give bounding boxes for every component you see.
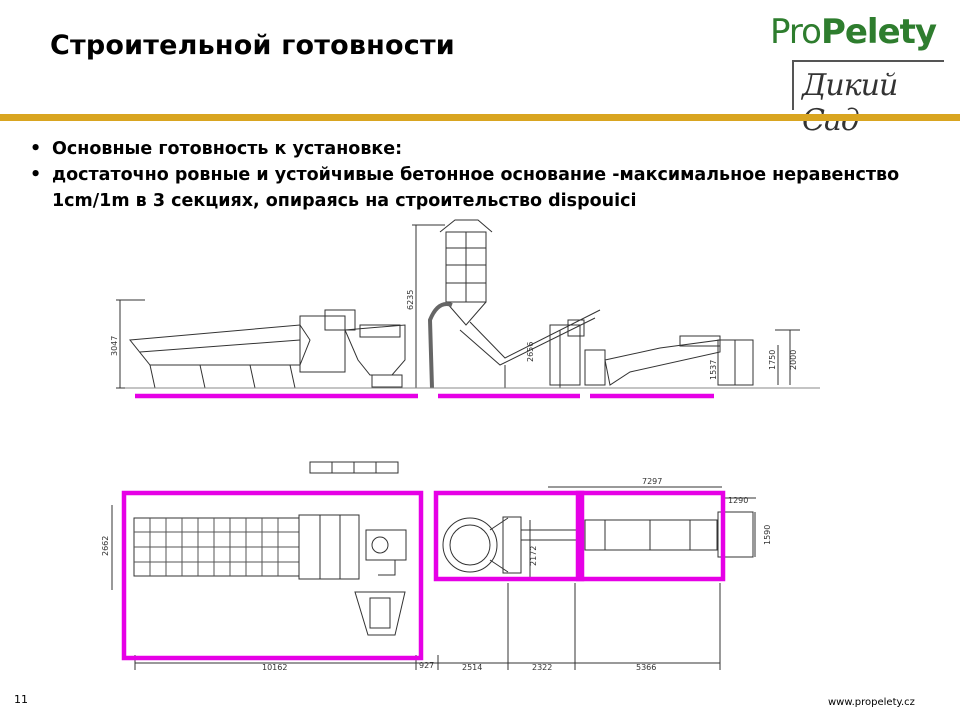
dim-plan-depth: 2662 (101, 536, 110, 556)
dim-side-height-left: 3047 (110, 336, 119, 356)
bullet-item: • Основные готовность к установке: (30, 139, 403, 159)
dim-top-width: 7297 (642, 477, 662, 486)
dim-bottom-1: 10162 (262, 663, 287, 672)
section-box-2 (433, 490, 585, 582)
section-box-1 (121, 490, 424, 661)
dim-tower-height: 6235 (406, 290, 415, 310)
logo-subtitle: Дикий Сад (802, 68, 898, 138)
dim-bottom-2: 927 (419, 661, 434, 670)
dim-right-top: 1290 (728, 496, 748, 505)
dim-right-height-a: 1537 (709, 360, 718, 380)
section-box-3 (575, 490, 726, 582)
dim-mid-depth: 2172 (529, 546, 538, 566)
dim-bottom-4: 2322 (532, 663, 552, 672)
dim-bottom-3: 2514 (462, 663, 482, 672)
bullet-item: • достаточно ровные и устойчивые бетонно… (30, 165, 900, 211)
section-highlights (121, 393, 726, 661)
dim-conveyor-height: 2656 (526, 342, 535, 362)
header-rule (0, 114, 960, 121)
dim-right-side: 1590 (763, 525, 772, 545)
slide-title: Строительной готовности (50, 30, 455, 61)
logo-brand: ProPelety (770, 12, 937, 52)
bullet-list: • Основные готовность к установке: • дос… (30, 136, 930, 214)
dim-right-height-c: 2000 (789, 350, 798, 370)
dim-bottom-5: 5366 (636, 663, 656, 672)
page-number: 11 (14, 693, 28, 706)
website-link[interactable]: www.propelety.cz (828, 697, 915, 708)
plant-layout-drawing: 3047 6235 2656 1537 1750 2000 7297 1290 … (101, 219, 820, 672)
logo-frame (792, 60, 944, 110)
propelety-logo: ProPelety Дикий Сад (762, 8, 954, 138)
dim-right-height-b: 1750 (768, 350, 777, 370)
